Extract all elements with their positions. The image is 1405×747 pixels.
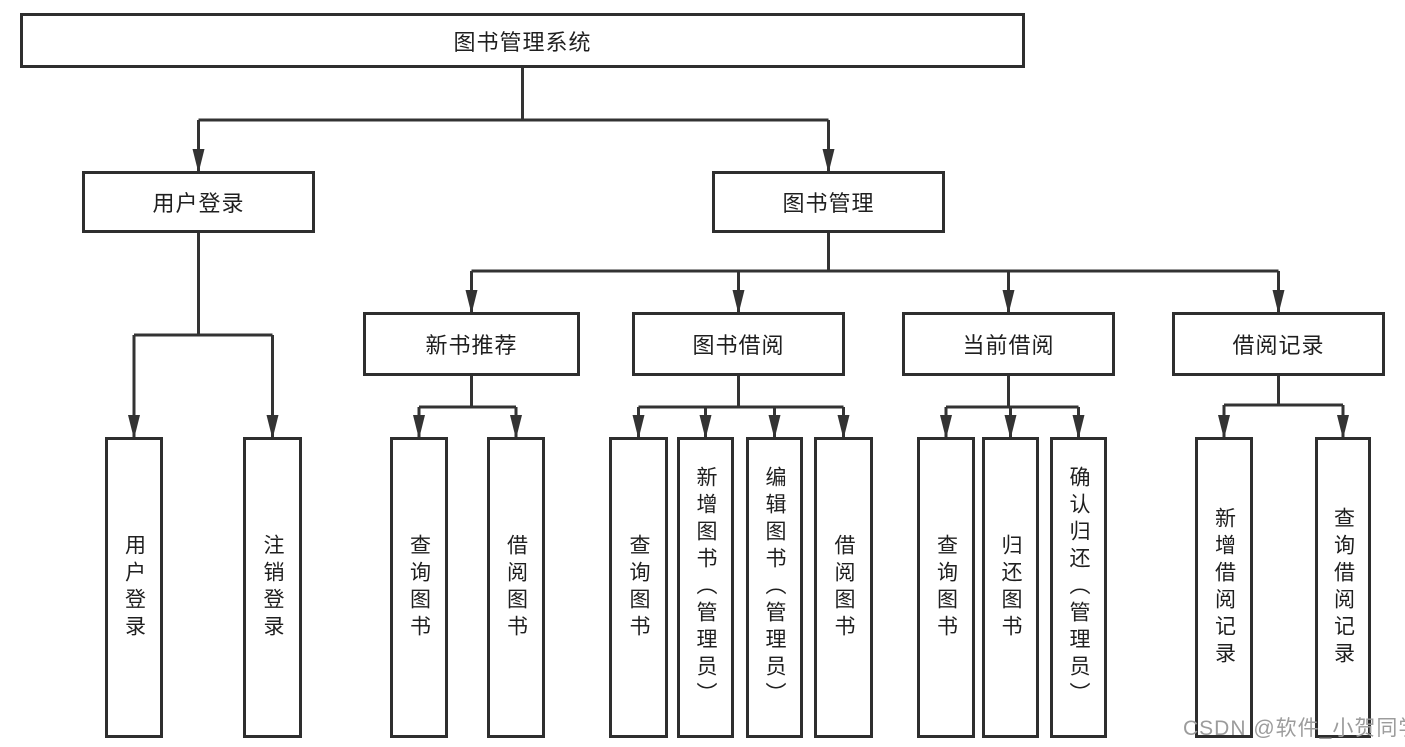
node-query-books-recommend: 查询图书 (390, 437, 448, 738)
node-add-books-admin: 新增图书（管理员） (677, 437, 734, 738)
node-query-books-borrowing: 查询图书 (609, 437, 668, 738)
node-user-login: 用户登录 (82, 171, 315, 233)
node-logout: 注销登录 (243, 437, 302, 738)
node-return-books: 归还图书 (982, 437, 1039, 738)
node-borrow-books-borrowing: 借阅图书 (814, 437, 873, 738)
node-book-borrowing: 图书借阅 (632, 312, 845, 376)
node-user-login-action: 用户登录 (105, 437, 163, 738)
node-borrowing-records: 借阅记录 (1172, 312, 1385, 376)
node-edit-books-admin: 编辑图书（管理员） (746, 437, 803, 738)
node-add-borrow-record: 新增借阅记录 (1195, 437, 1253, 738)
csdn-watermark: CSDN @软件_小贺同学 (1183, 717, 1405, 740)
node-library-system: 图书管理系统 (20, 13, 1025, 68)
node-current-borrowing: 当前借阅 (902, 312, 1115, 376)
node-query-books-current: 查询图书 (917, 437, 975, 738)
node-book-management: 图书管理 (712, 171, 945, 233)
node-query-borrow-record: 查询借阅记录 (1315, 437, 1371, 738)
node-new-book-recommendation: 新书推荐 (363, 312, 580, 376)
node-confirm-return-admin: 确认归还（管理员） (1050, 437, 1107, 738)
node-borrow-books-recommend: 借阅图书 (487, 437, 545, 738)
